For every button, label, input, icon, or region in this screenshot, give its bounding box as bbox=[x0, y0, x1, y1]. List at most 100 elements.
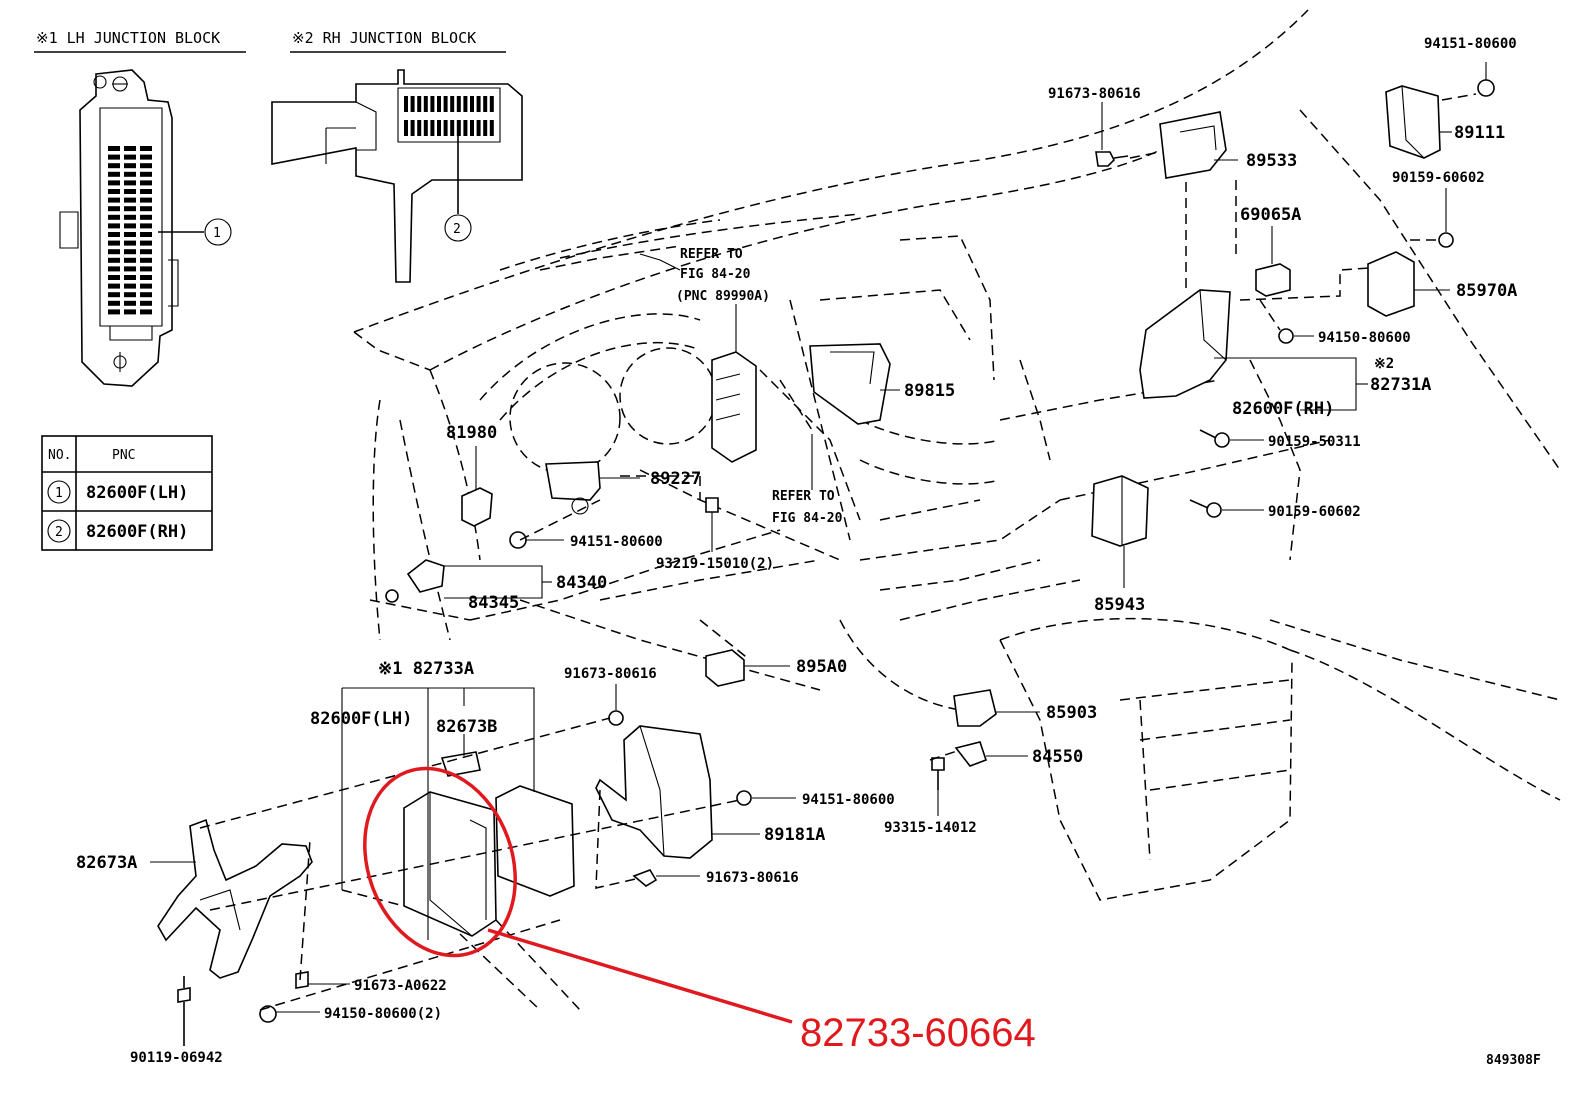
fuse-slot bbox=[476, 96, 481, 112]
fuse-slot bbox=[140, 283, 152, 289]
fuse-slot bbox=[124, 206, 136, 212]
label-mark-2: ※2 bbox=[1374, 356, 1394, 372]
label-82673A: 82673A bbox=[76, 853, 137, 873]
fuse-slot bbox=[140, 223, 152, 229]
table-header-no: NO. bbox=[48, 448, 71, 463]
fuse-slot bbox=[124, 240, 136, 246]
callout-1-number: 1 bbox=[213, 226, 221, 241]
fuse-slot bbox=[108, 283, 120, 289]
callout-1-circle bbox=[204, 218, 232, 246]
fuse-slot bbox=[443, 96, 448, 112]
label-89181A: 89181A bbox=[764, 825, 825, 845]
fuse-slot bbox=[404, 96, 408, 112]
label-91673-80616-top: 91673-80616 bbox=[1048, 86, 1141, 102]
label-82673B: 82673B bbox=[436, 717, 497, 737]
fuse-slot bbox=[108, 163, 120, 169]
label-94150-80600-2: 94150-80600(2) bbox=[324, 1006, 442, 1022]
fuse-slot bbox=[124, 180, 136, 186]
fuse-slot bbox=[443, 120, 448, 136]
callout-2-number: 2 bbox=[453, 222, 461, 237]
fuse-slot bbox=[108, 197, 120, 203]
leader-lines bbox=[150, 62, 1487, 1013]
fuse-slot bbox=[124, 232, 136, 237]
fuse-slot bbox=[417, 120, 422, 136]
label-81980: 81980 bbox=[446, 423, 497, 443]
fuse-slot bbox=[456, 96, 461, 112]
label-90159-60602-mid: 90159-60602 bbox=[1268, 504, 1361, 520]
fuse-slot bbox=[140, 163, 152, 169]
fuse-slot bbox=[108, 275, 120, 280]
fuse-slot bbox=[140, 189, 152, 194]
fuse-slot bbox=[124, 197, 136, 203]
fuse-slot bbox=[108, 146, 120, 151]
fuse-slot bbox=[124, 283, 136, 289]
table-row2-circle bbox=[47, 519, 71, 543]
fuse-slot bbox=[140, 214, 152, 220]
label-91673-80616-low: 91673-80616 bbox=[706, 870, 799, 886]
fuse-slot bbox=[140, 197, 152, 203]
label-69065A: 69065A bbox=[1240, 205, 1301, 225]
part-labels: 94151-80600 89111 91673-80616 89533 9015… bbox=[76, 36, 1517, 1066]
pnc-table: NO. PNC 1 82600F(LH) 2 82600F(RH) bbox=[41, 435, 213, 551]
label-82733A: ※1 82733A bbox=[378, 659, 474, 679]
label-89815: 89815 bbox=[904, 381, 955, 401]
lh-fuse-slots bbox=[108, 146, 152, 315]
fuse-slot bbox=[430, 96, 435, 112]
fuse-slot bbox=[410, 96, 415, 112]
fuse-slot bbox=[140, 154, 152, 160]
fuse-slot bbox=[124, 309, 136, 315]
fuse-slot bbox=[140, 292, 152, 298]
label-94151-80600-low: 94151-80600 bbox=[802, 792, 895, 808]
fuse-slot bbox=[108, 300, 120, 306]
fuse-slot bbox=[108, 257, 120, 263]
fuse-slot bbox=[124, 146, 136, 151]
fuse-slot bbox=[124, 214, 136, 220]
fuse-slot bbox=[140, 180, 152, 186]
label-895A0: 895A0 bbox=[796, 657, 847, 677]
fuse-slot bbox=[437, 120, 441, 136]
label-90159-60602-top: 90159-60602 bbox=[1392, 170, 1485, 186]
label-94151-80600-top: 94151-80600 bbox=[1424, 36, 1517, 52]
label-90159-50311: 90159-50311 bbox=[1268, 434, 1361, 450]
fuse-slot bbox=[124, 163, 136, 169]
label-84550: 84550 bbox=[1032, 747, 1083, 767]
dashboard-outline bbox=[353, 9, 1561, 901]
highlight-pointer-line bbox=[487, 928, 793, 1024]
fuse-slot bbox=[450, 120, 455, 136]
label-refer2-line2: FIG 84-20 bbox=[772, 511, 843, 526]
fuse-slot bbox=[140, 249, 152, 255]
fuse-slot bbox=[430, 120, 435, 136]
label-82600F-RH: 82600F(RH) bbox=[1232, 399, 1334, 419]
label-91673-80616-mid: 91673-80616 bbox=[564, 666, 657, 682]
fuse-slot bbox=[108, 266, 120, 272]
fuse-slot bbox=[124, 223, 136, 229]
label-91673-A0622: 91673-A0622 bbox=[354, 978, 447, 994]
fuse-slot bbox=[470, 96, 474, 112]
fuse-slot bbox=[456, 120, 461, 136]
rh-fuse-slots bbox=[404, 96, 494, 136]
fuse-slot bbox=[140, 206, 152, 212]
fuse-slot bbox=[124, 292, 136, 298]
fuse-slot bbox=[124, 249, 136, 255]
label-refer2-line1: REFER TO bbox=[772, 489, 835, 504]
label-89111: 89111 bbox=[1454, 123, 1505, 143]
label-94151-80600-mid: 94151-80600 bbox=[570, 534, 663, 550]
label-82731A: 82731A bbox=[1370, 375, 1431, 395]
fuse-slot bbox=[140, 275, 152, 280]
label-refer1-line3: (PNC 89990A) bbox=[676, 289, 770, 304]
fuse-slot bbox=[108, 214, 120, 220]
fuse-slot bbox=[489, 96, 494, 112]
fuse-slot bbox=[140, 257, 152, 263]
label-85943: 85943 bbox=[1094, 595, 1145, 615]
fuse-slot bbox=[470, 120, 474, 136]
highlight-circle bbox=[363, 766, 517, 958]
table-row2-no: 2 bbox=[55, 525, 63, 540]
fuse-slot bbox=[463, 120, 468, 136]
fuse-slot bbox=[124, 154, 136, 160]
fuse-slot bbox=[140, 309, 152, 315]
highlight-part-number: 82733-60664 bbox=[800, 1011, 1036, 1055]
label-82600F-LH: 82600F(LH) bbox=[310, 709, 412, 729]
fuse-slot bbox=[140, 232, 152, 237]
fuse-slot bbox=[124, 171, 136, 177]
